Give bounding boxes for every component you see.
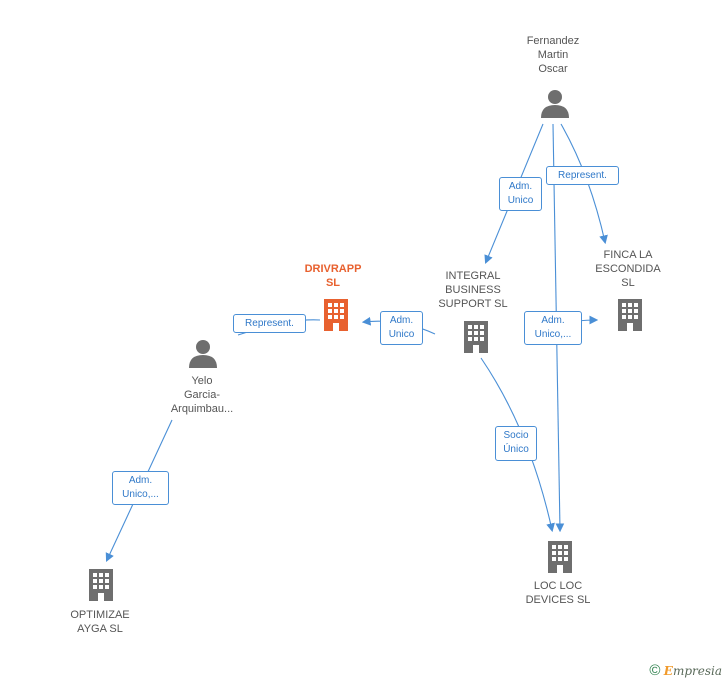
building-icon-main[interactable] — [320, 298, 352, 332]
footer-brand: © Empresia — [649, 662, 722, 679]
edge-label-integral-finca: Adm. Unico,... — [524, 311, 582, 345]
edge-label-yelo-drivrapp: Represent. — [233, 314, 306, 333]
node-label-optimizae[interactable]: OPTIMIZAE AYGA SL — [70, 609, 130, 635]
edge-label-fernandez-finca: Represent. — [546, 166, 619, 185]
building-icon[interactable] — [614, 298, 646, 332]
edge-label-fernandez-integral: Adm. Unico — [499, 177, 542, 211]
edge-label-integral-locloc: Socio Único — [495, 426, 537, 461]
copyright-icon: © — [649, 662, 661, 679]
brand-logo: Empresia — [663, 664, 722, 678]
node-label-yelo[interactable]: Yelo Garcia- Arquimbau... — [170, 375, 234, 415]
edge-label-yelo-optimizae: Adm. Unico,... — [112, 471, 169, 505]
node-label-locloc[interactable]: LOC LOC DEVICES SL — [525, 580, 591, 606]
building-icon[interactable] — [544, 540, 576, 574]
node-label-fernandez[interactable]: Fernandez Martin Oscar — [526, 35, 580, 75]
node-label-finca[interactable]: FINCA LA ESCONDIDA SL — [595, 249, 661, 289]
node-label-drivrapp[interactable]: DRIVRAPP SL — [304, 263, 362, 289]
building-icon[interactable] — [85, 568, 117, 602]
person-icon — [541, 90, 569, 118]
node-label-integral[interactable]: INTEGRAL BUSINESS SUPPORT SL — [438, 270, 508, 310]
edge-label-integral-drivrapp: Adm. Unico — [380, 311, 423, 345]
person-icon — [189, 340, 217, 368]
building-icon[interactable] — [460, 320, 492, 354]
